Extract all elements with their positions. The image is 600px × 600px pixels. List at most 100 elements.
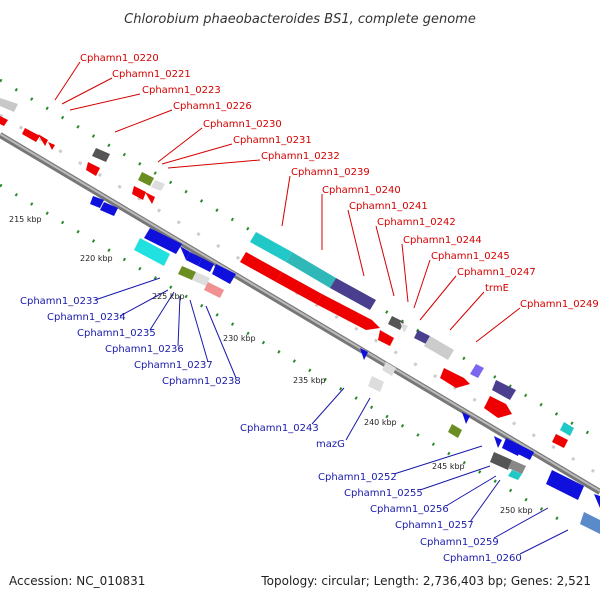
gene-0249b[interactable]: [470, 364, 484, 378]
gene-0223b[interactable]: [38, 134, 48, 146]
gene-0235[interactable]: [180, 246, 190, 260]
gene-0251[interactable]: [484, 396, 512, 418]
kbp-label: 220 kbp: [80, 254, 113, 263]
gene-0255[interactable]: [490, 452, 512, 470]
gene-0237[interactable]: [192, 272, 210, 286]
gene-0242[interactable]: [316, 294, 380, 330]
gene-0226[interactable]: [48, 142, 55, 150]
guide-line-inner: [0, 183, 561, 522]
genome-backbone: [0, 132, 600, 495]
gene-label[interactable]: Cphamn1_0236: [105, 344, 184, 355]
mazG-gene[interactable]: [382, 362, 396, 376]
gene-label[interactable]: Cphamn1_0252: [318, 472, 397, 483]
gene-label[interactable]: Cphamn1_0249: [520, 299, 599, 310]
gene-label[interactable]: Cphamn1_0244: [403, 235, 482, 246]
gene-0238[interactable]: [204, 282, 224, 298]
gene-0223[interactable]: [22, 128, 40, 142]
gene-label[interactable]: Cphamn1_0232: [261, 151, 340, 162]
guide-line-mid: [0, 113, 600, 477]
gene-0230b[interactable]: [86, 162, 100, 176]
gene-0235c[interactable]: [198, 258, 214, 272]
gene-0252r[interactable]: [448, 424, 462, 438]
gene-0236r[interactable]: [212, 264, 236, 284]
gene-label[interactable]: Cphamn1_0238: [162, 376, 241, 387]
gene-0243[interactable]: [360, 348, 368, 360]
gene-label[interactable]: Cphamn1_0233: [20, 296, 99, 307]
gene-0239r[interactable]: [240, 252, 282, 282]
trmE-gene[interactable]: [424, 336, 454, 360]
mazG-gene-b[interactable]: [368, 376, 384, 392]
gene-label[interactable]: mazG: [316, 439, 345, 450]
gene-0251r[interactable]: [462, 412, 470, 424]
gene-0236[interactable]: [178, 266, 196, 280]
gene-label[interactable]: Cphamn1_0245: [431, 251, 510, 262]
gene-label[interactable]: Cphamn1_0243: [240, 423, 319, 434]
gene-0240r[interactable]: [276, 272, 322, 304]
gene-0249[interactable]: [440, 368, 470, 388]
gene-label[interactable]: Cphamn1_0234: [47, 312, 126, 323]
gene-0232b[interactable]: [132, 186, 146, 200]
gene-0244[interactable]: [388, 316, 404, 330]
gene-0255r[interactable]: [502, 438, 522, 456]
gene-0241[interactable]: [330, 278, 376, 310]
gene-label[interactable]: Cphamn1_0241: [349, 201, 428, 212]
gene-label[interactable]: Cphamn1_0221: [112, 69, 191, 80]
kbp-label: 225 kbp: [152, 292, 185, 301]
gene-0259r2[interactable]: [594, 494, 600, 508]
gene-0235b[interactable]: [186, 252, 202, 266]
gene-0247[interactable]: [414, 330, 430, 344]
gene-label[interactable]: Cphamn1_0247: [457, 267, 536, 278]
gene-0245[interactable]: [378, 330, 394, 346]
gene-label[interactable]: Cphamn1_0220: [80, 53, 159, 64]
kbp-label: 230 kbp: [223, 334, 256, 343]
gene-0260[interactable]: [580, 512, 600, 534]
gene-0240[interactable]: [286, 252, 336, 288]
gene-label[interactable]: Cphamn1_0242: [377, 217, 456, 228]
backbone-highlight: [0, 133, 600, 492]
gene-label[interactable]: Cphamn1_0231: [233, 135, 312, 146]
gene-0233r[interactable]: [90, 196, 104, 208]
gene-label[interactable]: Cphamn1_0226: [173, 101, 252, 112]
gene-labels: Cphamn1_0220 Cphamn1_0221 Cphamn1_0223 C…: [20, 53, 599, 564]
gene-label[interactable]: Cphamn1_0255: [344, 488, 423, 499]
gene-0252f[interactable]: [560, 422, 574, 436]
gene-label[interactable]: Cphamn1_0259: [420, 537, 499, 548]
leader-lines: [54, 61, 569, 555]
gene-0234[interactable]: [134, 238, 170, 266]
gene-0233r2[interactable]: [100, 202, 118, 216]
kbp-label: 240 kbp: [364, 418, 397, 427]
gene-label[interactable]: Cphamn1_0223: [142, 85, 221, 96]
gene-0255r2[interactable]: [518, 446, 534, 460]
scale-labels: 215 kbp 220 kbp 225 kbp 230 kbp 235 kbp …: [9, 215, 533, 515]
gene-0220[interactable]: [0, 98, 18, 112]
gene-label[interactable]: Cphamn1_0257: [395, 520, 474, 531]
gene-label[interactable]: Cphamn1_0235: [77, 328, 156, 339]
gene-label[interactable]: Cphamn1_0230: [203, 119, 282, 130]
gene-0239[interactable]: [250, 232, 292, 262]
gene-label[interactable]: Cphamn1_0240: [322, 185, 401, 196]
gene-label[interactable]: Cphamn1_0256: [370, 504, 449, 515]
gene-0232[interactable]: [151, 180, 165, 191]
gene-label[interactable]: Cphamn1_0239: [291, 167, 370, 178]
gene-label[interactable]: Cphamn1_0260: [443, 553, 522, 564]
guide-lines: [0, 78, 600, 522]
map-title: Chlorobium phaeobacteroides BS1, complet…: [124, 12, 476, 27]
gene-label[interactable]: trmE: [485, 283, 509, 294]
gene-0256[interactable]: [508, 460, 526, 474]
gene-0221[interactable]: [0, 116, 8, 126]
gene-0232c[interactable]: [145, 192, 155, 204]
gene-0233[interactable]: [144, 228, 182, 254]
kbp-label: 245 kbp: [432, 462, 465, 471]
kbp-label: 250 kbp: [500, 506, 533, 515]
gene-0257[interactable]: [508, 470, 522, 480]
gene-label[interactable]: Cphamn1_0237: [134, 360, 213, 371]
gene-0252[interactable]: [494, 436, 502, 448]
gene-0244b[interactable]: [400, 322, 408, 333]
gene-0231[interactable]: [138, 172, 154, 186]
gene-0250[interactable]: [492, 380, 516, 400]
gene-0253f[interactable]: [552, 434, 568, 448]
accession-text: Accession: NC_010831: [9, 574, 145, 588]
gene-0259r[interactable]: [546, 470, 584, 500]
gene-0230[interactable]: [92, 148, 110, 162]
